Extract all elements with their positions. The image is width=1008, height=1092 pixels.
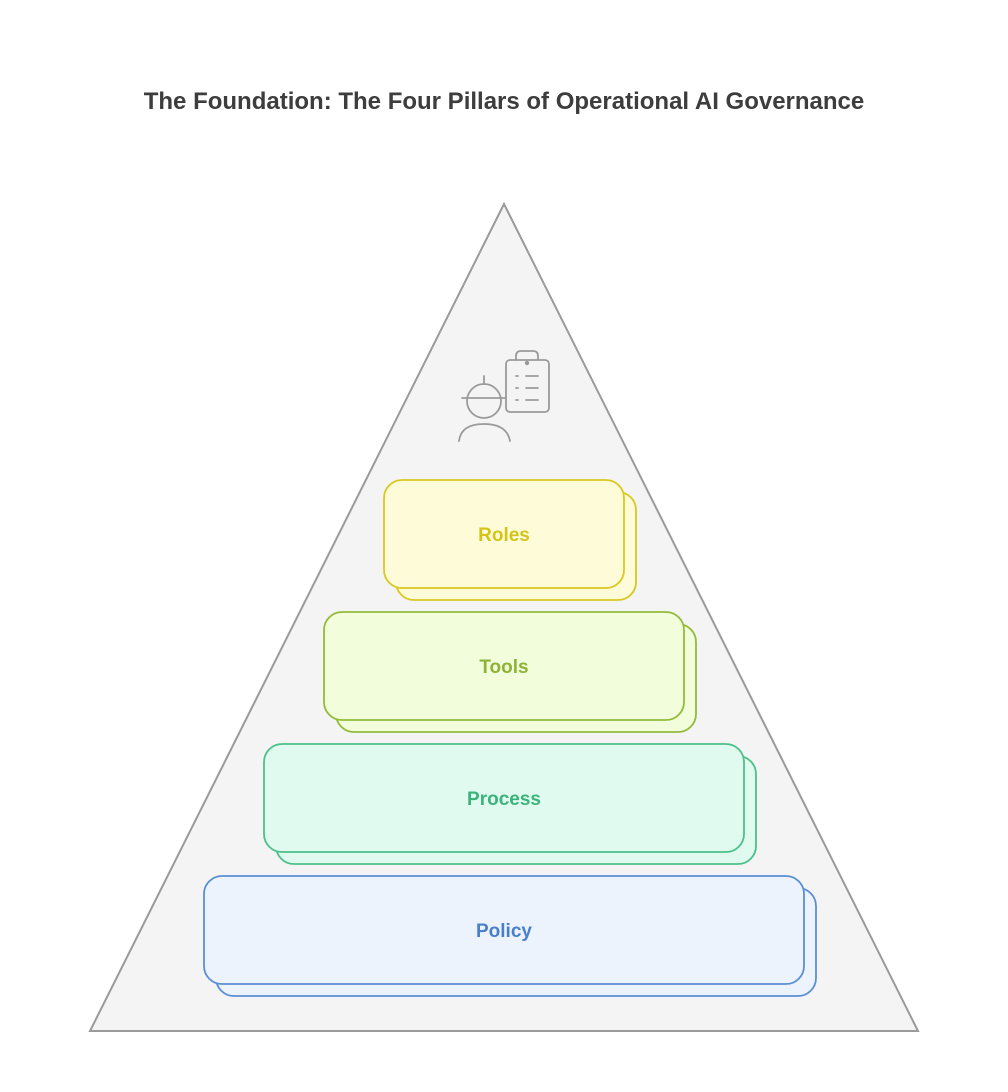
layer-process: Process (263, 743, 757, 865)
layer-policy: Policy (203, 875, 817, 997)
layer-policy-box (203, 875, 805, 985)
layer-tools: Tools (323, 611, 697, 733)
layer-process-box (263, 743, 745, 853)
layer-tools-box (323, 611, 685, 721)
layer-roles-box (383, 479, 625, 589)
layer-roles-label: Roles (478, 525, 530, 546)
layer-process-label: Process (467, 789, 541, 810)
layer-roles: Roles (383, 479, 637, 601)
layer-policy-label: Policy (476, 921, 532, 942)
diagram-title: The Foundation: The Four Pillars of Oper… (143, 88, 865, 115)
layer-tools-label: Tools (479, 657, 528, 678)
worker-with-clipboard-icon (458, 350, 550, 442)
